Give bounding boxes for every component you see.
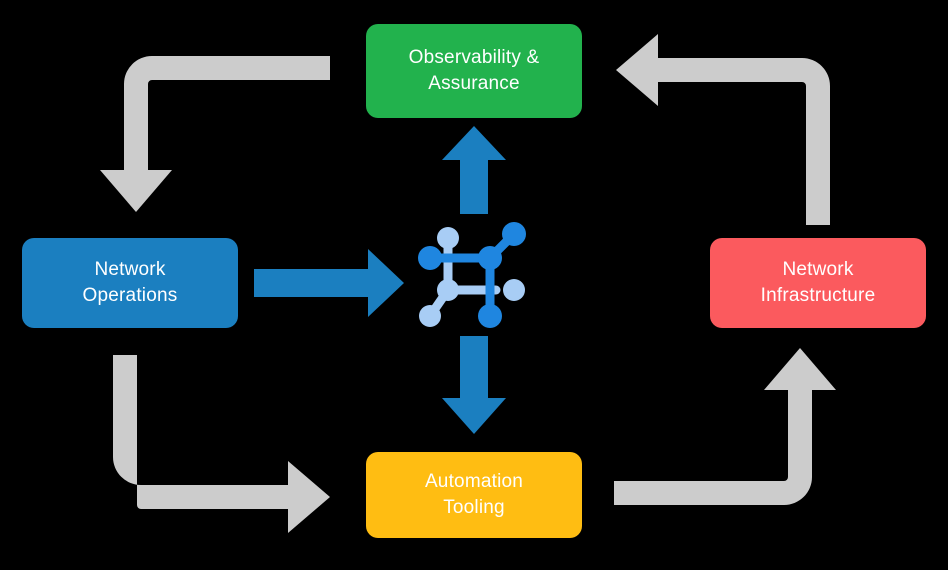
network-icon-dark-nodes xyxy=(418,222,526,328)
node-automation-tooling[interactable]: Automation Tooling xyxy=(366,452,582,538)
node-network-operations[interactable]: Network Operations xyxy=(22,238,238,328)
connector-infrastructure-to-observability xyxy=(616,34,830,225)
connector-ops-to-center xyxy=(254,249,404,317)
network-topology-icon xyxy=(418,222,526,328)
connector-center-to-observability xyxy=(442,126,506,214)
connector-automation-to-infrastructure xyxy=(614,348,836,505)
connector-observability-to-ops xyxy=(100,56,330,212)
node-observability-assurance[interactable]: Observability & Assurance xyxy=(366,24,582,118)
connector-center-to-automation xyxy=(442,336,506,434)
node-network-infrastructure[interactable]: Network Infrastructure xyxy=(710,238,926,328)
connector-ops-to-automation xyxy=(113,355,330,533)
network-icon-light-nodes xyxy=(419,227,525,327)
